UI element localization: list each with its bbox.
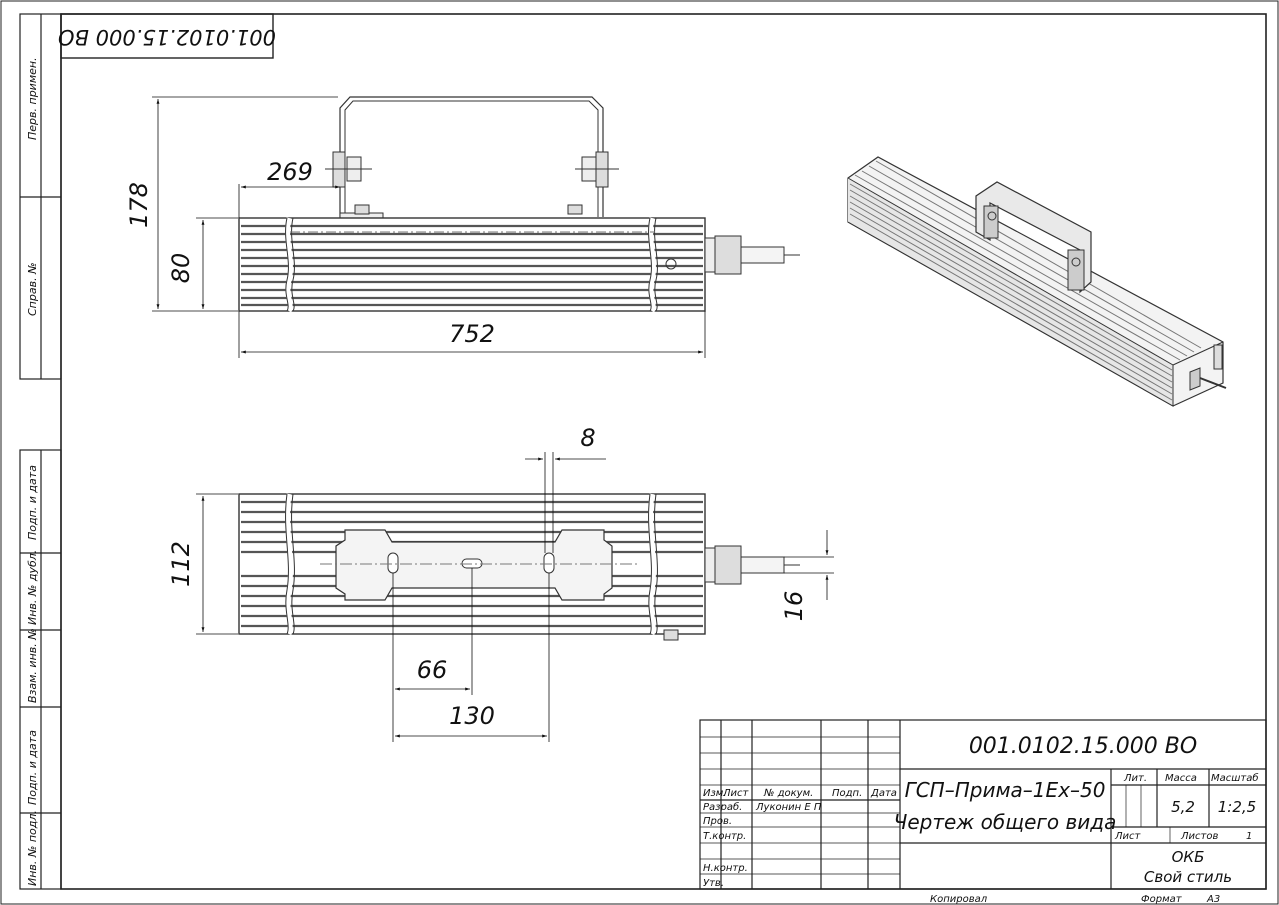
strip-podp-data-2: Подп. и дата [26,730,39,805]
tb-hdr-massa: Масса [1165,773,1197,784]
tb-col-izm: Изм. [703,788,727,799]
strip-inv-podl: Инв. № подл. [26,810,39,886]
tb-list-label: Лист [1114,831,1142,842]
strip-podp-data-1: Подп. и дата [26,465,39,540]
tb-product-line1: ГСП–Прима–1Ех–50 [905,778,1106,802]
dim-112: 112 [167,541,195,587]
top-view [238,96,800,313]
top-fins [241,224,703,307]
code-stamp-text: 001.0102.15.000 ВО [58,25,276,49]
tb-listov-label: Листов [1180,831,1218,842]
strip-perv-primen: Перв. примен. [26,57,39,140]
top-dimensions [152,96,706,358]
bottom-dimensions [196,452,834,742]
tb-format-label: Формат [1141,894,1183,905]
tb-kopiroval: Копировал [930,894,988,905]
tb-org-line1: ОКБ [1172,848,1205,866]
dim-16: 16 [780,591,808,622]
tb-org-line2: Свой стиль [1144,868,1232,886]
tb-designation: 001.0102.15.000 ВО [969,734,1197,759]
tb-product-line2: Чертеж общего вида [894,810,1117,834]
mounting-bracket [339,96,604,217]
tb-listov: 1 [1246,831,1252,842]
tb-col-data: Дата [870,788,897,799]
tb-col-list: Лист [722,788,750,799]
dim-752: 752 [449,320,495,348]
code-stamp-box [60,13,274,59]
strip-vzam-inv: Взам. инв. № [26,628,39,703]
dim-80: 80 [167,253,195,284]
dim-269: 269 [267,158,313,186]
tb-col-doc: № докум. [763,788,813,799]
tb-hdr-lit: Лит. [1123,773,1147,784]
iso-view [847,156,1227,407]
tb-masshtab: 1:2,5 [1218,798,1256,816]
tb-row-prov: Пров. [703,816,732,827]
strip-sprav-no: Справ. № [26,262,39,316]
tb-razrab-name: Луконин Е П [755,802,822,813]
tb-row-razrab: Разраб. [703,801,742,813]
bottom-view [238,493,800,641]
tb-col-podp: Подп. [832,788,862,799]
side-strip [19,13,62,890]
dim-66: 66 [417,656,448,684]
tb-massa: 5,2 [1171,798,1195,816]
dim-178: 178 [125,182,153,228]
dim-8: 8 [580,424,595,452]
title-block-grid [699,719,1267,890]
dim-130: 130 [449,702,495,730]
tb-row-utv: Утв. [703,878,724,889]
tb-hdr-masshtab: Масштаб [1211,772,1259,784]
tb-row-nkontr: Н.контр. [703,863,748,874]
tb-row-tkontr: Т.контр. [703,831,746,842]
tb-format: А3 [1206,894,1220,905]
strip-inv-dubl: Инв. № дубл. [26,550,39,625]
